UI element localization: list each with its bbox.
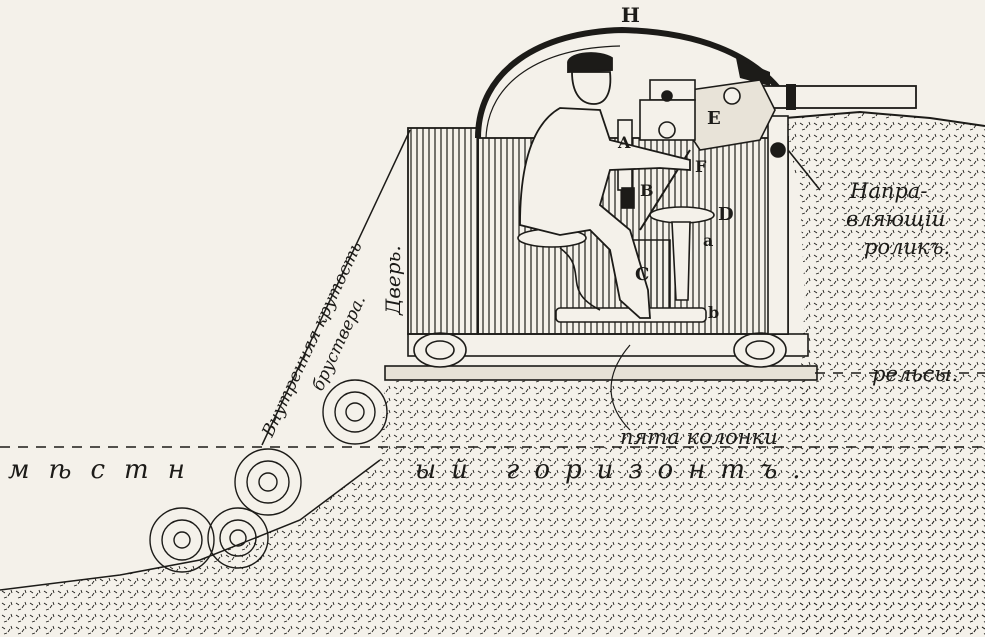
letter-F: F	[695, 157, 707, 176]
label-horizon-right: ый горизонтъ.	[415, 455, 816, 485]
label-guide-roller-3: роликъ.	[864, 235, 950, 259]
guide-roller	[770, 142, 821, 191]
label-horizon-left: мѣстн	[8, 455, 204, 485]
logs	[149, 379, 388, 573]
label-column-heel: пята колонки	[620, 425, 778, 449]
label-rails: рельсы.	[872, 362, 958, 386]
letter-D: D	[718, 204, 734, 225]
letter-C: C	[635, 264, 649, 285]
letter-B: B	[640, 181, 654, 200]
column-heel-pointer	[610, 344, 631, 431]
gun-barrel	[736, 58, 917, 110]
letter-A: A	[617, 133, 631, 152]
label-guide-roller-1: Напра-	[849, 179, 927, 203]
label-door: Дверь.	[381, 245, 405, 316]
parapet-slope-line	[261, 129, 411, 446]
rail-platform	[384, 333, 818, 381]
letter-E: E	[707, 108, 721, 129]
letter-b: b	[708, 303, 719, 322]
earth-under-platform	[0, 380, 985, 637]
gunner-figure	[519, 52, 691, 319]
letter-H: Н	[621, 3, 640, 27]
letter-a: a	[703, 231, 713, 250]
gun-mechanism	[639, 79, 776, 231]
label-guide-roller-2: вляющій	[846, 207, 945, 231]
